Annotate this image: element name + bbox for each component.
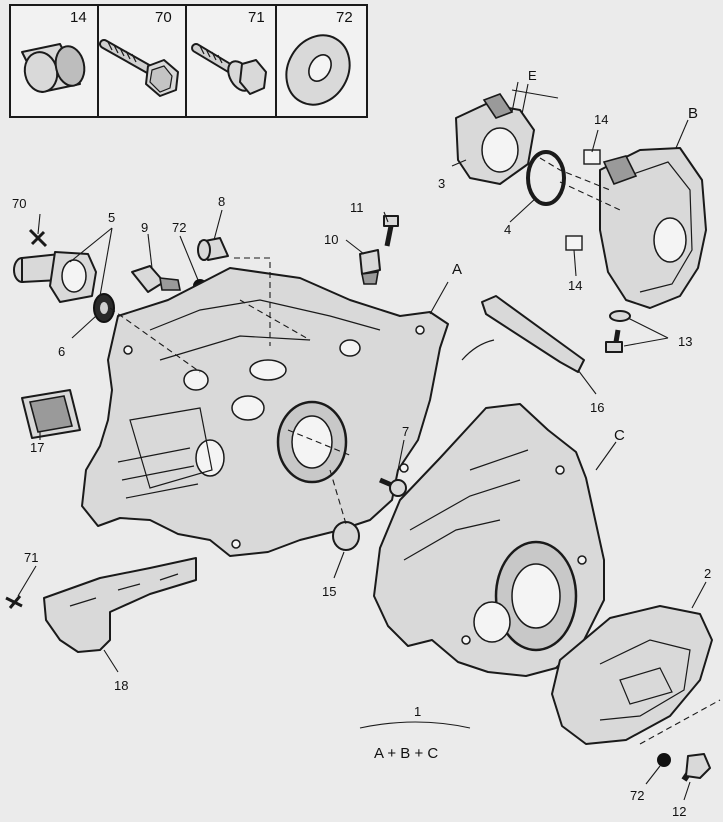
washer-icon (285, 34, 351, 106)
cover-part-17 (21, 389, 81, 439)
bushing-part-8 (197, 237, 229, 261)
bolt-part-13 (605, 329, 623, 353)
callout-16: 16 (590, 400, 604, 415)
callout-15: 15 (322, 584, 336, 599)
callout-leaders (17, 119, 707, 801)
parts-legend-box: 14 70 71 72 (9, 4, 368, 118)
legend-label-71: 71 (248, 9, 265, 26)
bolt-part-70-left (28, 228, 48, 248)
housing-cover-part-B (565, 147, 707, 309)
bolt-part-71-bracket (5, 595, 23, 609)
callout-10: 10 (324, 232, 338, 247)
washer-part-13 (609, 310, 631, 322)
callout-1: 1 (414, 704, 421, 719)
release-bearing-part-3 (455, 93, 535, 185)
legend-label-70: 70 (155, 9, 172, 26)
callout-2: 2 (704, 566, 711, 581)
callout-7: 7 (402, 424, 409, 439)
callout-11: 11 (350, 200, 364, 215)
callout-4: 4 (504, 222, 511, 237)
assembly-lines (109, 157, 721, 745)
bracket-part-18 (43, 557, 197, 653)
legend-label-14: 14 (70, 9, 87, 26)
bolt-part-12 (681, 753, 711, 782)
dimension-E (511, 81, 559, 115)
gearbox-housing-part-C (373, 403, 605, 677)
callout-17: 17 (30, 440, 44, 455)
callout-18: 18 (114, 678, 128, 693)
callout-3: 3 (438, 176, 445, 191)
callout-70: 70 (12, 196, 26, 211)
callout-13: 13 (678, 334, 692, 349)
end-cover-part-2 (551, 605, 713, 745)
callout-14-top: 14 (594, 112, 608, 127)
legend-label-72: 72 (336, 9, 353, 26)
bushing-icon (21, 43, 86, 93)
callout-12: 12 (672, 804, 686, 819)
flange-bolt-icon (191, 43, 267, 95)
callout-14-bottom: 14 (568, 278, 582, 293)
callout-labels: 70 5 9 72 8 11 10 A 6 E B 14 3 4 14 13 1… (12, 68, 711, 819)
callout-C: C (614, 427, 625, 444)
rail-part-16 (481, 295, 585, 373)
callout-B: B (688, 105, 698, 122)
callout-6: 6 (58, 344, 65, 359)
assembly-formula: A + B + C (359, 721, 471, 762)
sensor-part-9 (131, 265, 181, 293)
o-ring-part-4 (526, 150, 566, 206)
bolt-part-11 (383, 215, 399, 247)
plug-part-15 (332, 521, 360, 551)
seal-ring-part-6 (93, 293, 115, 323)
callout-72-top: 72 (172, 220, 186, 235)
clutch-housing-part-A (81, 267, 449, 557)
formula-text: A + B + C (374, 745, 438, 762)
bolt-part-7 (379, 477, 407, 497)
callout-E: E (528, 68, 537, 83)
callout-9: 9 (141, 220, 148, 235)
bolt-icon (99, 39, 179, 97)
callout-8: 8 (218, 194, 225, 209)
plug-part-72-bottom (657, 753, 671, 767)
callout-71: 71 (24, 550, 38, 565)
seal-housing-part-5 (13, 251, 97, 303)
callout-5: 5 (108, 210, 115, 225)
callout-72-bottom: 72 (630, 788, 644, 803)
callout-A: A (452, 261, 462, 278)
switch-part-10 (359, 249, 381, 285)
